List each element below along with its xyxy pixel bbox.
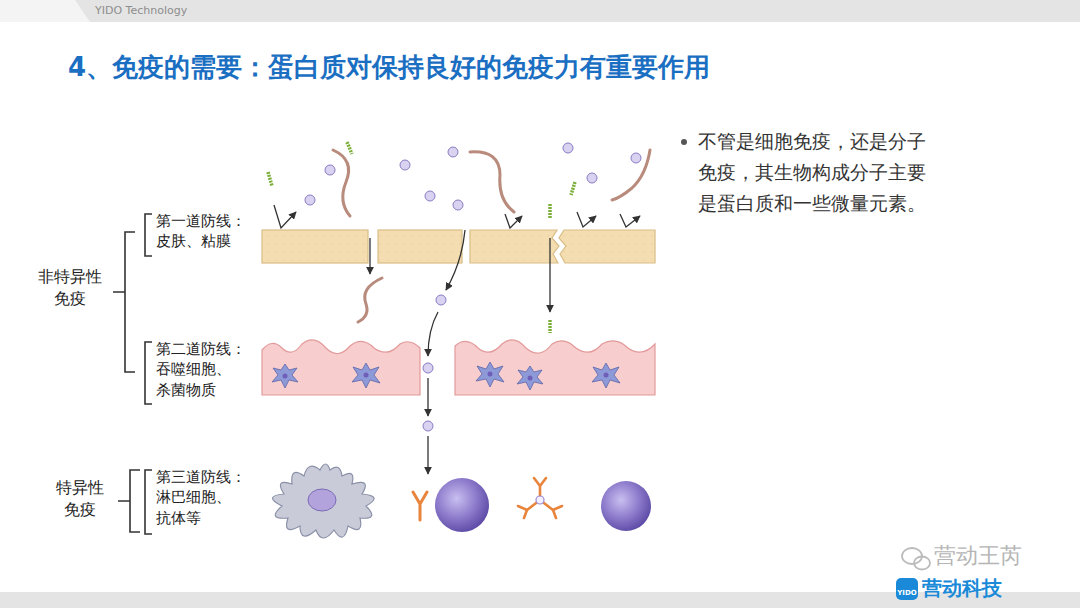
defense-label: 第二道防线： 吞噬细胞、 杀菌物质 (156, 339, 260, 400)
antibody (413, 492, 427, 520)
skin-layer (262, 230, 655, 263)
bullet-dot (681, 139, 687, 145)
immunity-type: 特异性 免疫 (44, 477, 116, 522)
phagocytes (272, 362, 620, 390)
defense-label: 第三道防线： 淋巴细胞、 抗体等 (156, 467, 260, 528)
wechat-icon (902, 548, 930, 570)
logo-icon (896, 578, 918, 600)
lymphocyte (601, 481, 651, 531)
antibody-complex (518, 478, 562, 518)
entry-arrows (274, 205, 640, 474)
slide-title: 4、免疫的需要：蛋白质对保持良好的免疫力有重要作用 (68, 50, 710, 85)
lymphocyte (435, 478, 489, 532)
bullet-text: 不管是细胞免疫，还是分子 免疫，其生物构成分子主要 是蛋白质和一些微量元素。 (698, 126, 938, 218)
logo-text: 营动科技 (922, 576, 1002, 600)
immunity-type: 非特异性 免疫 (30, 266, 110, 311)
header-text: YIDO Technology (95, 5, 187, 17)
header-bar (0, 0, 1080, 22)
dendritic-cell (272, 464, 374, 538)
brackets (113, 214, 152, 534)
rod-bacteria (268, 142, 575, 333)
defense-label: 第一道防线： 皮肤、粘膜 (156, 211, 260, 252)
tissue-layer (262, 340, 655, 395)
watermark: 营动王芮 (934, 543, 1022, 569)
worm-pathogens (333, 150, 650, 322)
cocci (305, 143, 641, 431)
logo-mark: YIDO (896, 590, 918, 597)
